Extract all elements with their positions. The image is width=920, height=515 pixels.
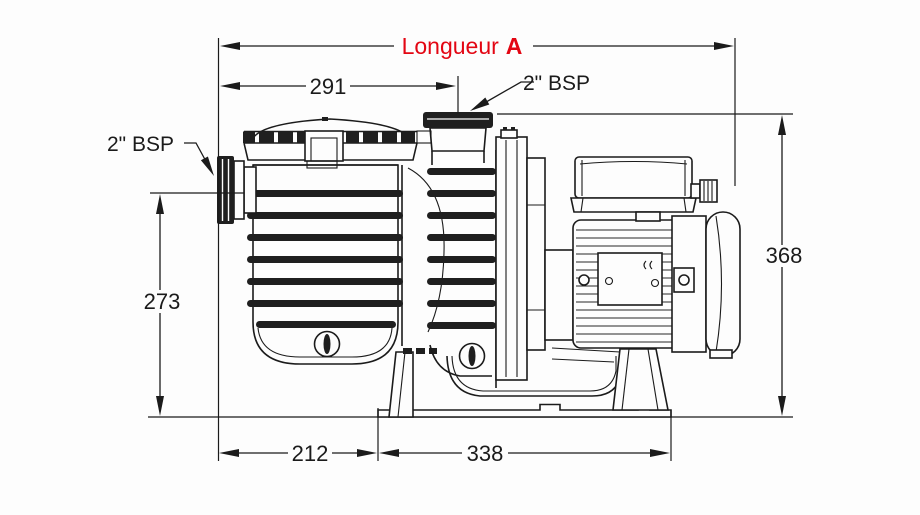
dim-291-value: 291	[310, 74, 347, 99]
pedestal-detail	[647, 348, 659, 411]
discharge-port	[416, 112, 493, 165]
dim-368-value: 368	[766, 243, 803, 268]
extension-lines	[150, 38, 793, 461]
motor-underbelly	[551, 347, 621, 353]
dim-338-value: 338	[467, 441, 504, 466]
callout-outlet-bsp: 2" BSP	[470, 72, 590, 111]
terminal-box	[570, 156, 697, 222]
motor-nameplate	[597, 252, 663, 306]
outlet-bsp-label: 2" BSP	[523, 72, 590, 95]
dimension-212: 212	[219, 441, 377, 466]
cable-gland	[690, 179, 718, 203]
seal-plate	[495, 127, 546, 381]
dimension-368: 368	[766, 115, 803, 416]
motor-underbelly	[551, 358, 615, 363]
inlet-bsp-label: 2" BSP	[107, 133, 174, 156]
volute	[401, 150, 497, 388]
pump-drawing	[148, 112, 793, 418]
pot-drain-slot	[323, 334, 331, 354]
volute-ribs	[403, 168, 496, 354]
motor-pedestal	[612, 348, 669, 411]
pot-ribs	[247, 190, 403, 328]
dimension-273: 273	[144, 194, 181, 416]
motor-bolt	[578, 274, 590, 286]
dim-212-value: 212	[292, 441, 329, 466]
seal-plate-bolt	[500, 129, 518, 139]
dim-273-value: 273	[144, 289, 181, 314]
strainer-lid	[243, 117, 418, 169]
motor-end-cap	[705, 211, 741, 357]
lid-grip-ribs	[243, 131, 415, 143]
motor	[544, 156, 741, 359]
callout-inlet-bsp: 2" BSP	[107, 133, 214, 176]
inlet-port	[217, 156, 257, 224]
motor-coupling	[544, 249, 574, 341]
volute-drain-slot	[468, 346, 476, 366]
end-cap-foot	[709, 349, 733, 359]
dimension-291: 291	[220, 74, 456, 99]
support-leg-detail	[397, 351, 406, 418]
pedestal-detail	[621, 348, 630, 411]
dimension-338: 338	[379, 441, 670, 466]
